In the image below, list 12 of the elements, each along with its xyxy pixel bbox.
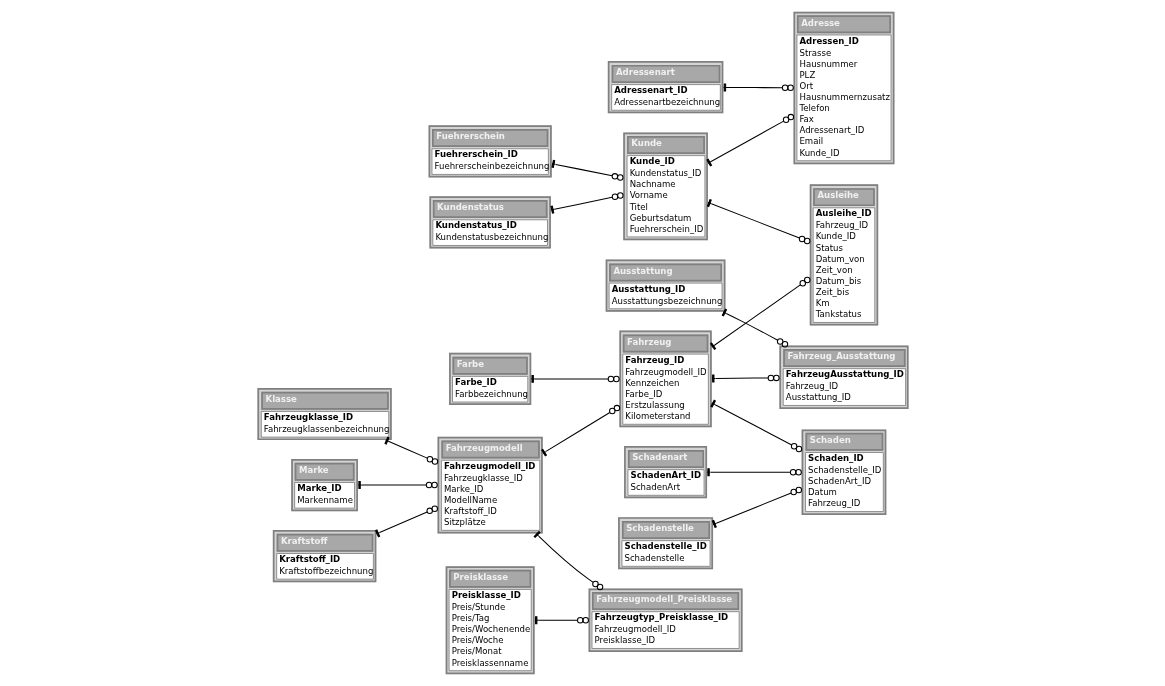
connector <box>530 375 620 383</box>
connector <box>711 486 802 529</box>
connector <box>706 468 802 477</box>
connector <box>709 399 802 453</box>
connector <box>721 308 788 348</box>
connector <box>550 159 623 181</box>
connector <box>706 198 810 245</box>
connector <box>357 481 438 489</box>
connector <box>709 276 810 351</box>
connector <box>705 113 794 167</box>
connector <box>383 436 438 465</box>
connector <box>374 505 438 538</box>
